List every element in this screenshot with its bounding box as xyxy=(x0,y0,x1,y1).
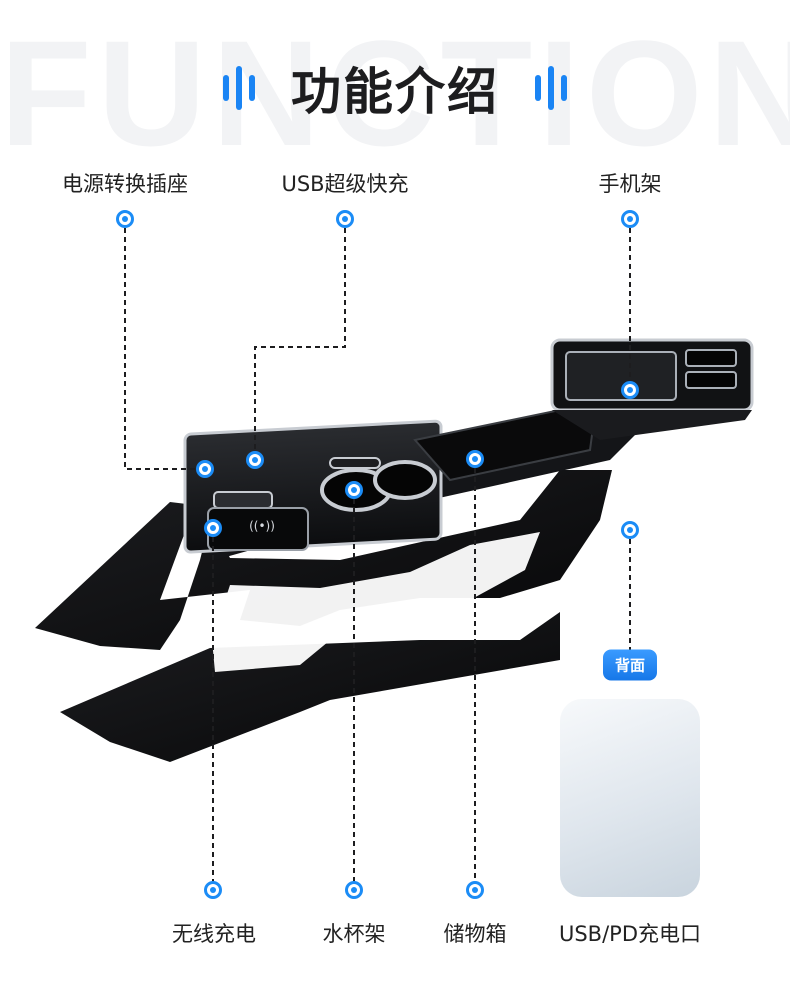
label-usb-pd-port: USB/PD充电口 xyxy=(558,922,702,946)
dot-usb-target xyxy=(246,451,264,469)
background-watermark-word: FUNCTION xyxy=(0,9,790,177)
dot-storage-bottom xyxy=(466,881,484,899)
dot-power-outlet-target xyxy=(196,460,214,478)
title-right-decoration xyxy=(535,66,567,110)
label-wireless-charge: 无线充电 xyxy=(172,922,256,946)
dot-back-target xyxy=(621,521,639,539)
title-row: 功能介绍 xyxy=(0,52,790,124)
label-phone-holder: 手机架 xyxy=(598,172,662,196)
dot-power-outlet-top xyxy=(116,210,134,228)
title-left-decoration xyxy=(223,66,255,110)
label-usb-fast-charge: USB超级快充 xyxy=(281,172,409,196)
page-title: 功能介绍 xyxy=(291,63,499,121)
dot-usb-top xyxy=(336,210,354,228)
base-lower xyxy=(60,612,560,762)
label-storage-box: 储物箱 xyxy=(443,922,507,946)
label-power-outlet: 电源转换插座 xyxy=(62,172,188,196)
leader-usb-fast-charge xyxy=(254,219,346,460)
dot-wireless-bottom xyxy=(204,881,222,899)
svg-text:((•)): ((•)) xyxy=(249,519,275,533)
back-view-card xyxy=(560,699,700,897)
dot-phone-holder-target xyxy=(621,381,639,399)
side-frame xyxy=(35,470,612,650)
dot-cup-target xyxy=(345,481,363,499)
leader-power-outlet xyxy=(124,219,205,470)
dot-cup-bottom xyxy=(345,881,363,899)
cup-holder-right xyxy=(373,460,437,500)
back-badge: 背面 xyxy=(602,649,658,681)
dot-storage-target xyxy=(466,450,484,468)
dot-wireless-target xyxy=(204,519,222,537)
label-cup-holder: 水杯架 xyxy=(322,922,386,946)
dot-phone-holder-top xyxy=(621,210,639,228)
